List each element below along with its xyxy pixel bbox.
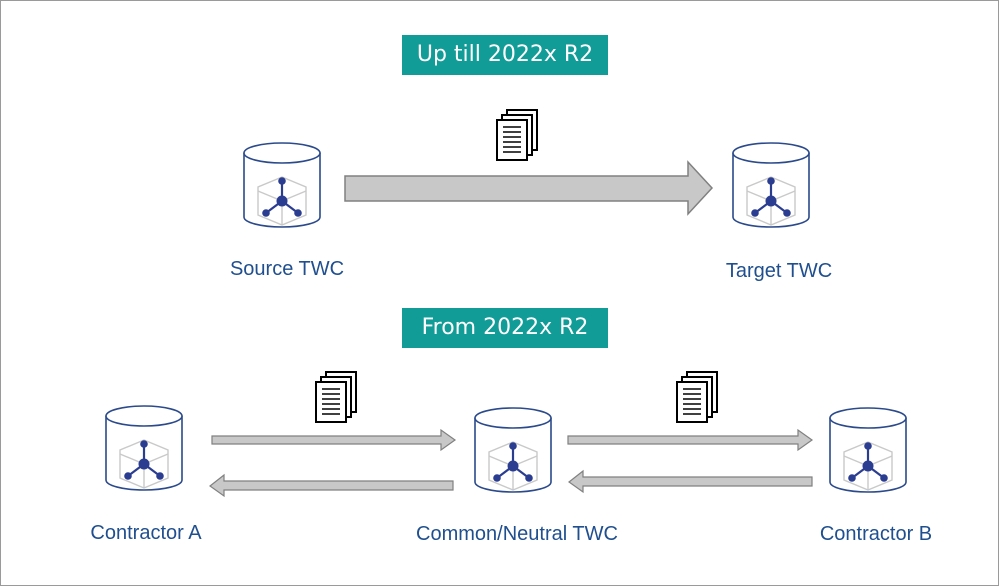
document-stack-icon [315, 371, 357, 423]
contractor-b-database-icon [828, 406, 908, 494]
source-database-icon [242, 141, 322, 229]
arrow-right-icon [567, 428, 814, 452]
arrow-left-icon [208, 473, 454, 498]
document-stack-icon [496, 109, 538, 161]
banner-up-till: Up till 2022x R2 [402, 35, 608, 75]
contractor-b-label: Contractor B [819, 523, 933, 545]
contractor-a-label: Contractor A [90, 522, 202, 544]
arrow-right-icon [211, 428, 457, 452]
arrow-right-icon [344, 160, 714, 216]
source-twc-label: Source TWC [229, 258, 345, 280]
arrow-left-icon [567, 469, 813, 494]
contractor-a-database-icon [104, 404, 184, 492]
target-database-icon [731, 141, 811, 229]
common-database-icon [473, 406, 553, 494]
target-twc-label: Target TWC [725, 260, 833, 282]
banner-from: From 2022x R2 [402, 308, 608, 348]
common-twc-label: Common/Neutral TWC [416, 523, 618, 545]
document-stack-icon [676, 371, 718, 423]
